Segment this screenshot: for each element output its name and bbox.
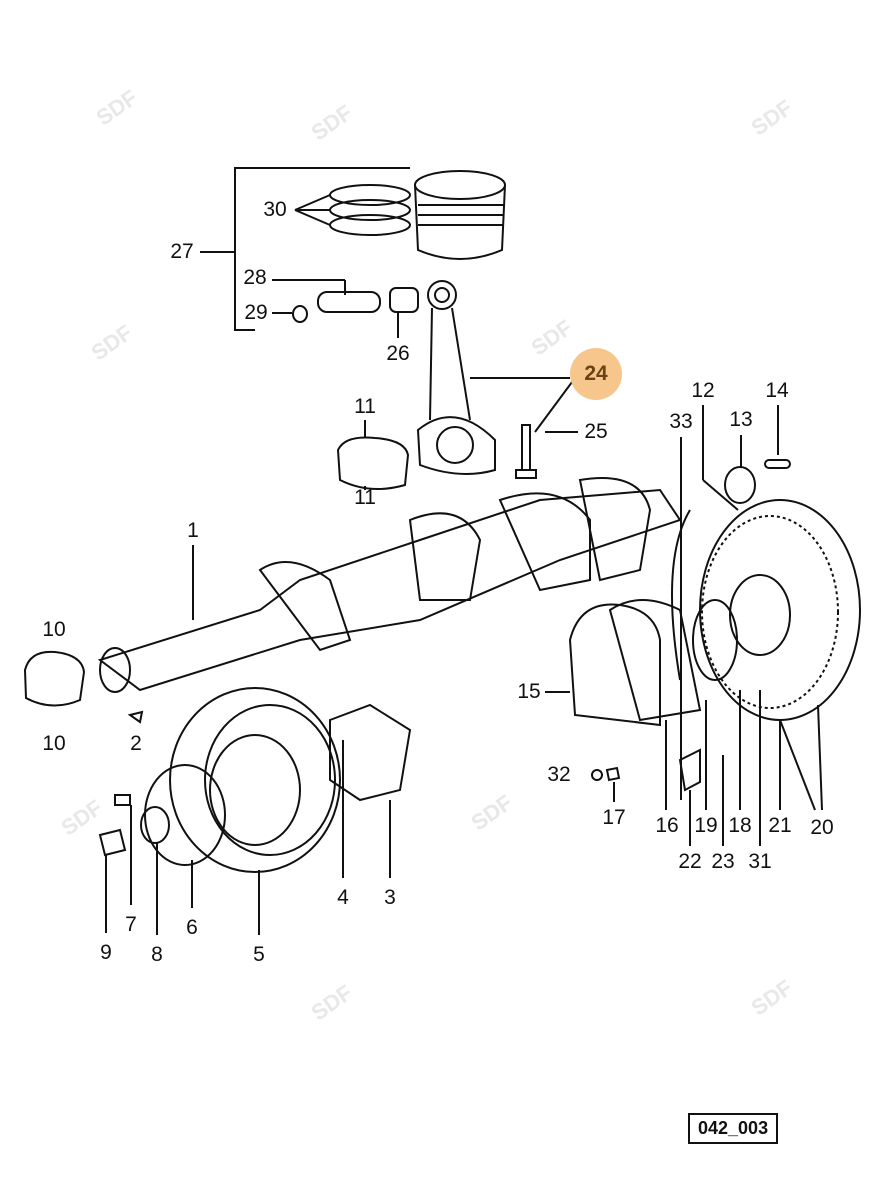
snap-ring bbox=[724, 466, 756, 504]
callout-26[interactable]: 26 bbox=[386, 342, 410, 365]
callout-11[interactable]: 11 bbox=[354, 486, 376, 509]
callout-16[interactable]: 16 bbox=[655, 814, 679, 837]
callout-10[interactable]: 10 bbox=[42, 618, 66, 641]
callout-28[interactable]: 28 bbox=[243, 266, 267, 289]
woodruff-key bbox=[127, 710, 144, 724]
callout-25[interactable]: 25 bbox=[584, 420, 608, 443]
callout-20[interactable]: 20 bbox=[810, 816, 834, 839]
callout-24-highlighted[interactable]: 24 bbox=[584, 362, 608, 385]
callout-7[interactable]: 7 bbox=[125, 913, 137, 936]
diagram-reference-code: 042_003 bbox=[688, 1113, 779, 1144]
crankshaft bbox=[97, 477, 682, 693]
front-bearing bbox=[23, 650, 86, 707]
callout-23[interactable]: 23 bbox=[711, 850, 735, 873]
seal-carrier bbox=[608, 599, 702, 722]
callout-33[interactable]: 33 bbox=[669, 410, 693, 433]
bolt bbox=[114, 794, 131, 806]
callout-19[interactable]: 19 bbox=[694, 814, 718, 837]
callout-30[interactable]: 30 bbox=[263, 198, 287, 221]
callout-9[interactable]: 9 bbox=[100, 941, 112, 964]
main-bearing-shell bbox=[336, 436, 410, 490]
callout-21[interactable]: 21 bbox=[768, 814, 792, 837]
nut-small bbox=[605, 766, 621, 782]
piston-rings bbox=[294, 184, 411, 236]
callout-14[interactable]: 14 bbox=[765, 379, 789, 402]
callout-15[interactable]: 15 bbox=[517, 680, 541, 703]
washer bbox=[140, 806, 170, 844]
flange bbox=[144, 764, 226, 866]
piston bbox=[414, 170, 506, 260]
callout-8[interactable]: 8 bbox=[151, 943, 163, 966]
lock-plate bbox=[678, 748, 701, 792]
highlight-marker bbox=[570, 348, 622, 400]
washer-small bbox=[591, 769, 603, 781]
callout-27[interactable]: 27 bbox=[170, 240, 194, 263]
nut bbox=[98, 828, 127, 857]
oil-seal bbox=[692, 599, 738, 681]
callout-13[interactable]: 13 bbox=[729, 408, 753, 431]
hub bbox=[329, 703, 412, 802]
callout-6[interactable]: 6 bbox=[186, 916, 198, 939]
callout-5[interactable]: 5 bbox=[253, 943, 265, 966]
callout-2[interactable]: 2 bbox=[130, 732, 142, 755]
callout-22[interactable]: 22 bbox=[678, 850, 702, 873]
callout-32[interactable]: 32 bbox=[547, 763, 571, 786]
callout-31[interactable]: 31 bbox=[748, 850, 772, 873]
callout-3[interactable]: 3 bbox=[384, 886, 396, 909]
callout-11[interactable]: 11 bbox=[354, 395, 376, 418]
circlip bbox=[292, 305, 308, 323]
callout-10[interactable]: 10 bbox=[42, 732, 66, 755]
gasket bbox=[568, 603, 661, 727]
callout-1[interactable]: 1 bbox=[187, 519, 199, 542]
piston-pin bbox=[317, 291, 381, 313]
dowel-pin bbox=[764, 459, 791, 469]
callout-4[interactable]: 4 bbox=[337, 886, 349, 909]
callout-17[interactable]: 17 bbox=[602, 806, 626, 829]
rod-bolt bbox=[515, 424, 537, 479]
callout-29[interactable]: 29 bbox=[244, 301, 268, 324]
callout-12[interactable]: 12 bbox=[691, 379, 715, 402]
callout-18[interactable]: 18 bbox=[728, 814, 752, 837]
connecting-rod bbox=[416, 280, 496, 475]
pulley bbox=[169, 687, 341, 873]
small-end-bush bbox=[389, 287, 419, 313]
